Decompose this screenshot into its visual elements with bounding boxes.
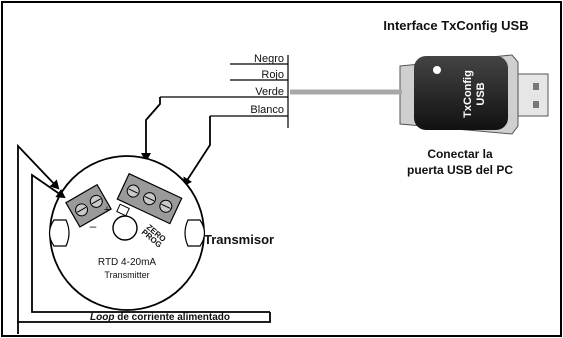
terminal-plus: + [104, 204, 110, 216]
arrow-blanco [182, 116, 211, 187]
device-line1: RTD 4-20mA [98, 257, 156, 268]
usb-label-line1: TxConfig [462, 70, 474, 118]
loop-label: Loop de corriente alimentado [90, 312, 230, 323]
interface-title: Interface TxConfig USB [383, 18, 528, 33]
transmitter-label: Transmisor [204, 232, 274, 247]
loop-wire-inner [31, 173, 270, 313]
usb-label-line2: USB [475, 82, 487, 105]
wire-label-blanco: Blanco [250, 104, 284, 116]
loop-label-rest: de corriente alimentado [114, 312, 230, 323]
device-line2: Transmitter [104, 270, 149, 280]
arrow-verde [141, 97, 161, 162]
wire-label-negro: Negro [254, 53, 284, 65]
wire-label-verde: Verde [255, 86, 284, 98]
wire-label-rojo: Rojo [261, 69, 284, 81]
terminal-minus: – [90, 219, 97, 233]
transmitter-device: + – ZERO PROG RTD 4-20mA Transmitter [48, 155, 206, 311]
connect-line2: puerta USB del PC [407, 163, 513, 177]
loop-label-italic: Loop [90, 312, 114, 323]
usb-stick: TxConfig USB [399, 54, 549, 135]
connect-line1: Conectar la [427, 147, 493, 161]
